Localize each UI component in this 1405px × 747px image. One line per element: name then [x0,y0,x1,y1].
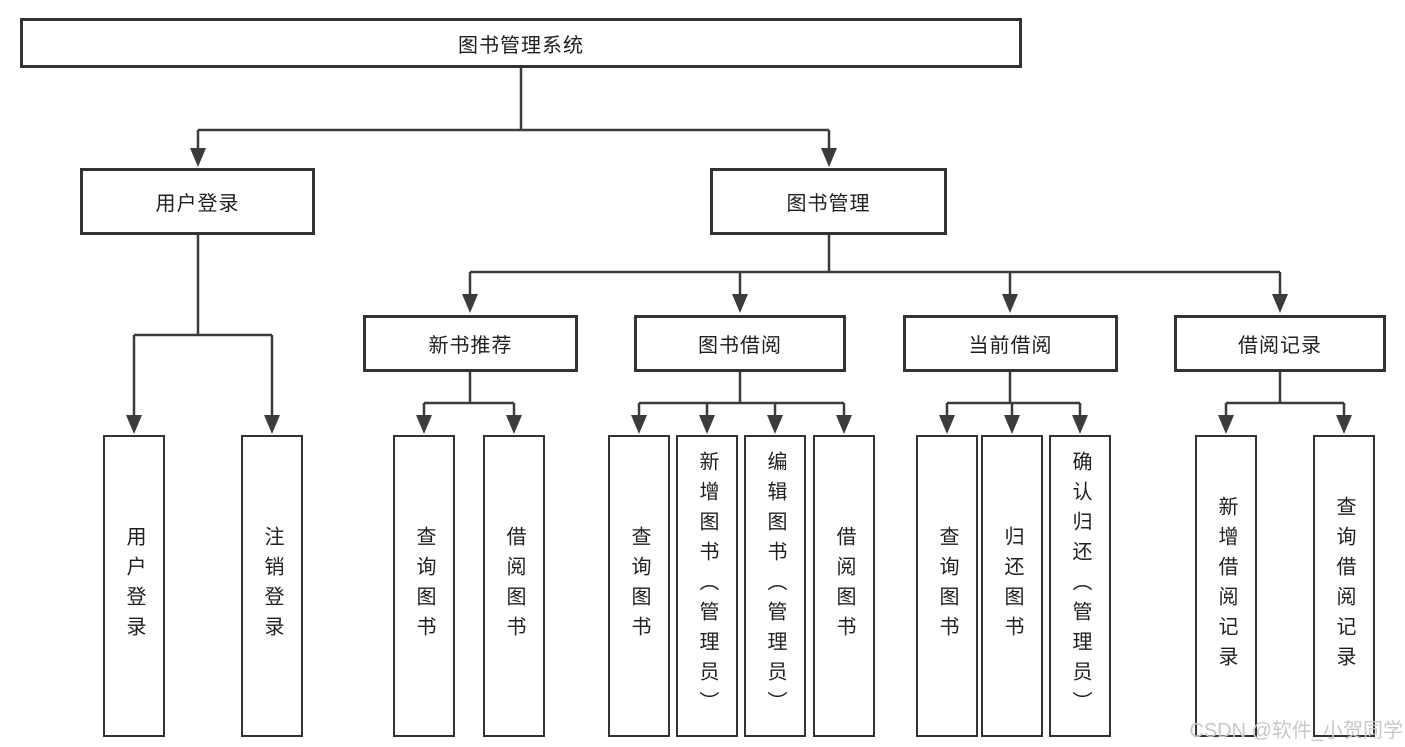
connector-book-management [468,235,1282,298]
leaf-user-login: 用户登录 [103,435,165,737]
node-new-book-recommend: 新书推荐 [363,315,578,372]
node-book-management: 图书管理 [710,168,947,235]
connector-new-book [422,372,516,419]
leaf-bb-borrow-books-label: 借阅图书 [833,526,855,646]
leaf-nb-borrow-books-label: 借阅图书 [503,526,525,646]
connector-book-borrow [637,372,846,419]
leaf-br-add-record-label: 新增借阅记录 [1215,496,1237,676]
leaf-nb-query-books: 查询图书 [393,435,455,737]
leaf-bb-add-books-admin: 新增图书（管理员） [676,435,738,737]
arrowheads [126,148,1352,434]
leaf-br-add-record: 新增借阅记录 [1195,435,1257,737]
leaf-user-login-label: 用户登录 [123,526,145,646]
leaf-br-query-record: 查询借阅记录 [1313,435,1375,737]
leaf-bb-query-books: 查询图书 [608,435,670,737]
connector-current-borrow [945,372,1082,419]
node-user-login: 用户登录 [80,168,315,235]
leaf-logout-login-label: 注销登录 [261,526,283,646]
leaf-cb-query-books: 查询图书 [916,435,978,737]
leaf-cb-return-books: 归还图书 [981,435,1043,737]
connector-user-login [132,235,274,418]
node-new-book-recommend-label: 新书推荐 [428,335,513,357]
connector-borrow-records [1224,372,1346,419]
node-book-borrow-label: 图书借阅 [698,335,782,357]
node-root: 图书管理系统 [20,18,1022,68]
node-current-borrow-label: 当前借阅 [968,335,1053,357]
node-current-borrow: 当前借阅 [903,315,1118,372]
node-root-label: 图书管理系统 [458,34,584,57]
leaf-bb-borrow-books: 借阅图书 [813,435,875,737]
leaf-cb-confirm-return-admin-label: 确认归还（管理员） [1069,451,1091,721]
node-borrow-records-label: 借阅记录 [1238,335,1322,357]
csdn-watermark: CSDN @软件_小贺同学 [1189,720,1403,742]
connector-root [196,68,831,150]
leaf-cb-return-books-label: 归还图书 [1001,526,1023,646]
leaf-bb-edit-books-admin-label: 编辑图书（管理员） [764,451,786,721]
node-borrow-records: 借阅记录 [1174,315,1386,372]
leaf-cb-query-books-label: 查询图书 [936,526,958,646]
node-book-borrow: 图书借阅 [634,315,846,372]
leaf-bb-query-books-label: 查询图书 [628,526,650,646]
leaf-br-query-record-label: 查询借阅记录 [1333,496,1355,676]
node-book-management-label: 图书管理 [786,193,871,215]
node-user-login-label: 用户登录 [155,193,240,215]
leaf-nb-borrow-books: 借阅图书 [483,435,545,737]
leaf-logout-login: 注销登录 [241,435,303,737]
leaf-bb-edit-books-admin: 编辑图书（管理员） [744,435,806,737]
leaf-nb-query-books-label: 查询图书 [413,526,435,646]
leaf-bb-add-books-admin-label: 新增图书（管理员） [696,451,718,721]
leaf-cb-confirm-return-admin: 确认归还（管理员） [1049,435,1111,737]
